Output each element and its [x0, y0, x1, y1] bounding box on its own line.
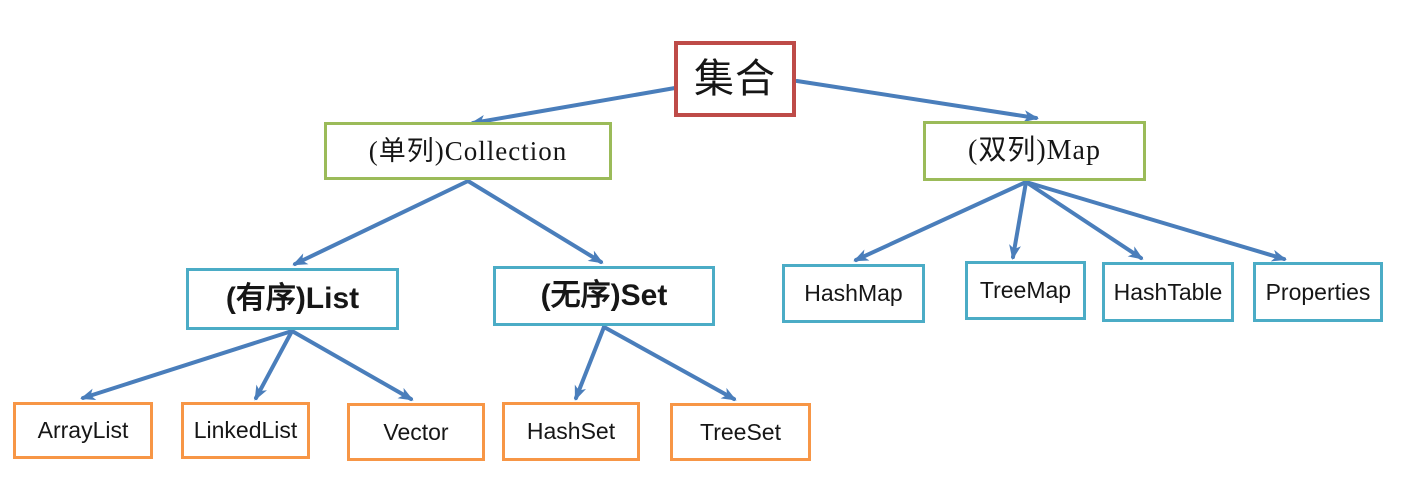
node-set: (无序)Set	[493, 266, 715, 326]
node-linkedlist: LinkedList	[181, 402, 310, 459]
node-hashset: HashSet	[502, 402, 640, 461]
node-list: (有序)List	[186, 268, 399, 330]
node-collection: (单列)Collection	[324, 122, 612, 180]
edge-jihe-to-map	[795, 79, 1039, 123]
node-root-jihe: 集合	[674, 41, 796, 117]
edge-list-to-linkedlist	[254, 329, 294, 401]
edge-map-to-hashtable	[1024, 180, 1144, 260]
node-properties: Properties	[1253, 262, 1383, 322]
edge-map-to-hashmap	[853, 180, 1028, 262]
edge-set-to-treeset	[602, 325, 737, 401]
edge-map-to-treemap	[1009, 180, 1028, 260]
edge-set-to-hashset	[574, 325, 606, 401]
edge-collection-to-set	[466, 179, 604, 264]
edge-map-to-properties	[1024, 180, 1287, 262]
node-arraylist: ArrayList	[13, 402, 153, 459]
node-treeset: TreeSet	[670, 403, 811, 461]
node-hashtable: HashTable	[1102, 262, 1234, 322]
edge-list-to-vector	[290, 329, 414, 401]
node-hashmap: HashMap	[782, 264, 925, 323]
edge-jihe-to-collection	[470, 86, 677, 127]
node-map: (双列)Map	[923, 121, 1146, 181]
edge-collection-to-list	[292, 179, 470, 266]
node-vector: Vector	[347, 403, 485, 461]
edge-list-to-arraylist	[80, 329, 294, 401]
node-treemap: TreeMap	[965, 261, 1086, 320]
